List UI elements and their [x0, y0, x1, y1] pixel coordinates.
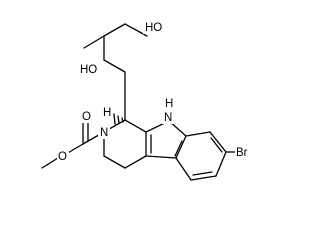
molecule-structure: HO HO H N H Br N O O — [41, 20, 255, 181]
o-carbonyl-label: O — [82, 111, 91, 123]
bond-c5-c4b — [175, 157, 192, 181]
o-ester-label: O — [58, 151, 67, 163]
bond-c3-c4 — [103, 155, 126, 169]
bond-chain-2 — [103, 59, 126, 73]
bond-c9a-c1 — [124, 119, 147, 133]
bond-c7-c6 — [215, 151, 227, 177]
oh-terminal-label: HO — [145, 22, 162, 34]
bond-c6-c5-double — [192, 171, 213, 176]
bond-c8a-c4b — [175, 135, 187, 159]
stereo-h-label: H — [103, 107, 111, 119]
bond-chain-1 — [83, 35, 105, 49]
bond-c8-c7-double — [210, 137, 223, 153]
bond-c6-c5 — [190, 175, 217, 181]
nh-h-label: H — [165, 98, 173, 110]
bond-c4b-c4a — [145, 155, 177, 159]
bond-c8-c7 — [209, 131, 227, 153]
bond-c8a-c4b-double — [174, 140, 183, 157]
atom-labels: HO HO H N H Br N O O — [57, 20, 255, 163]
bond-c4-c4a — [124, 155, 147, 169]
oh-secondary-label: HO — [80, 64, 97, 76]
bond-c8a-c8 — [185, 131, 211, 137]
stereo-hash-wedge — [113, 113, 124, 125]
bond-o-methyl — [41, 157, 59, 169]
bonds — [41, 23, 237, 181]
nh-n-label: N — [164, 112, 172, 124]
bond-choh-ch2oh — [103, 23, 126, 37]
n-carbamate-label: N — [100, 127, 108, 139]
br-label: Br — [236, 147, 248, 159]
